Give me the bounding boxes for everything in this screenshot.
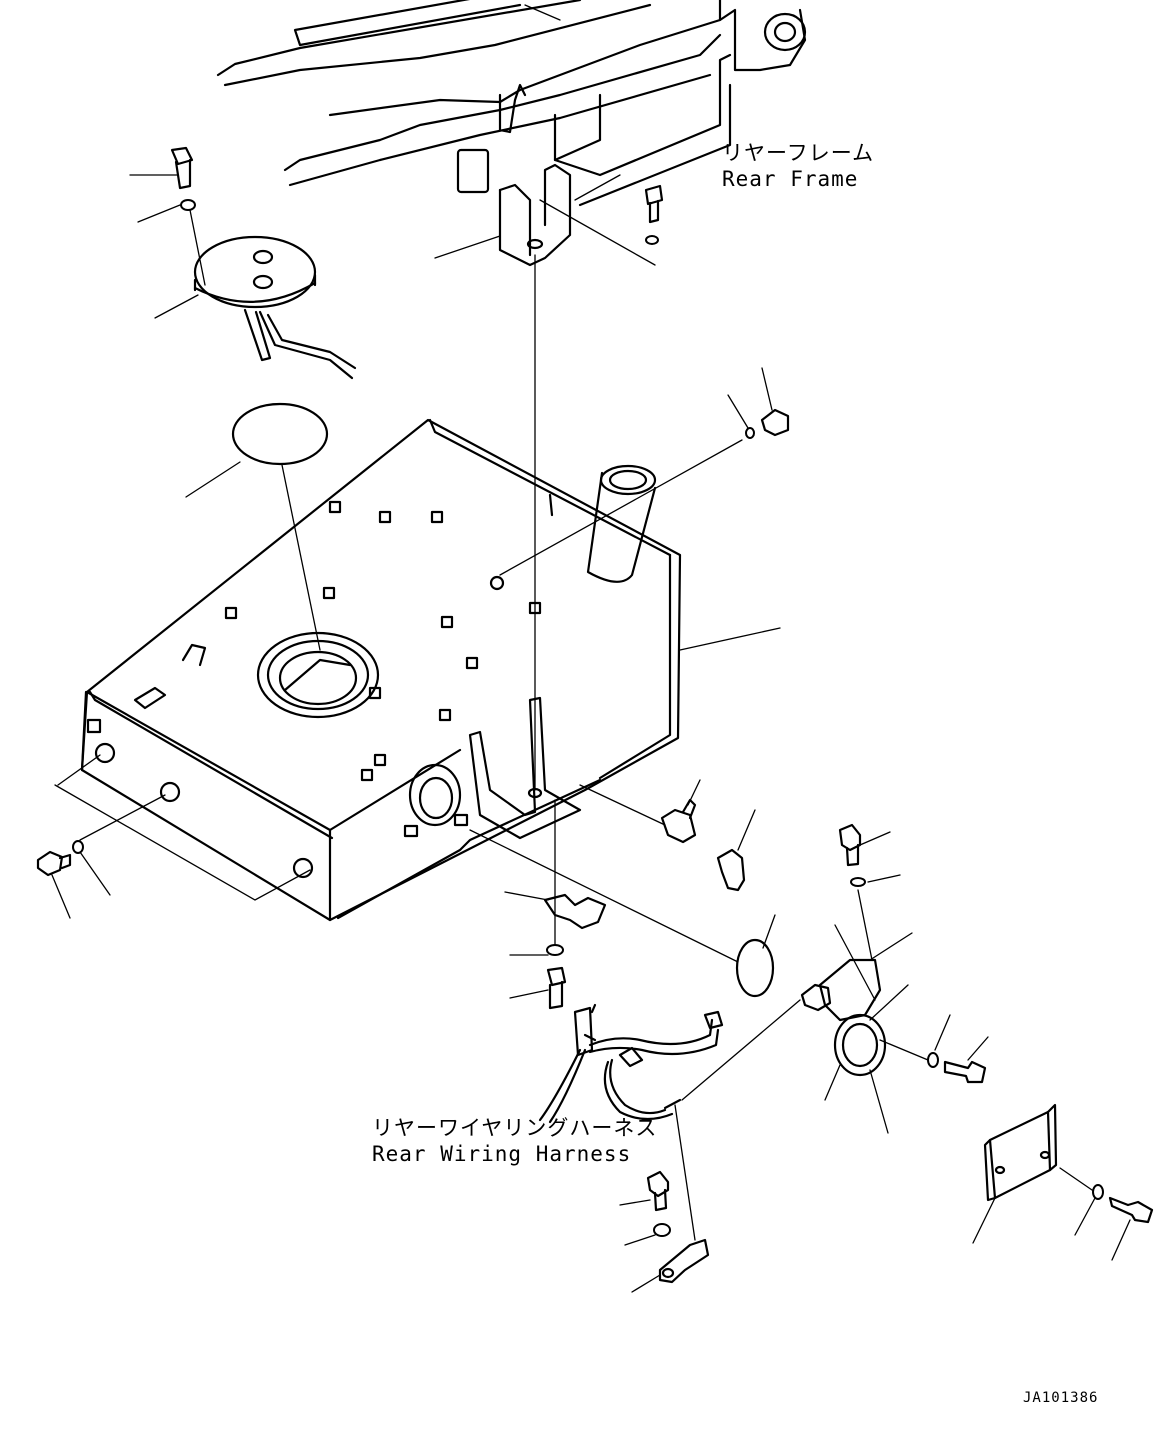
vent-plug <box>489 367 790 591</box>
cover-plate <box>972 1103 1154 1261</box>
harness-clip <box>619 1170 710 1293</box>
pump-top-bolt <box>838 823 901 961</box>
harness-label-ja: リヤーワイヤリングハーネス <box>372 1116 658 1140</box>
drain-plug <box>36 754 311 919</box>
pump-bolt <box>879 1014 989 1084</box>
pump-cover <box>469 829 913 1134</box>
harness-label-en: Rear Wiring Harness <box>372 1142 632 1166</box>
drawing-code: JA101386 <box>1023 1390 1099 1406</box>
sender-gasket <box>185 402 329 651</box>
sensors <box>579 779 756 892</box>
frame-bolt <box>539 184 664 266</box>
rear-frame-label-ja: リヤーフレーム <box>722 141 875 165</box>
rear-frame-label-en: Rear Frame <box>722 167 859 191</box>
rear-frame <box>216 0 807 267</box>
wiring-harness <box>538 999 801 1241</box>
fuel-sender <box>129 146 357 380</box>
fuel-tank <box>80 418 781 922</box>
clamp <box>504 891 607 1010</box>
tank-studs <box>224 500 542 782</box>
